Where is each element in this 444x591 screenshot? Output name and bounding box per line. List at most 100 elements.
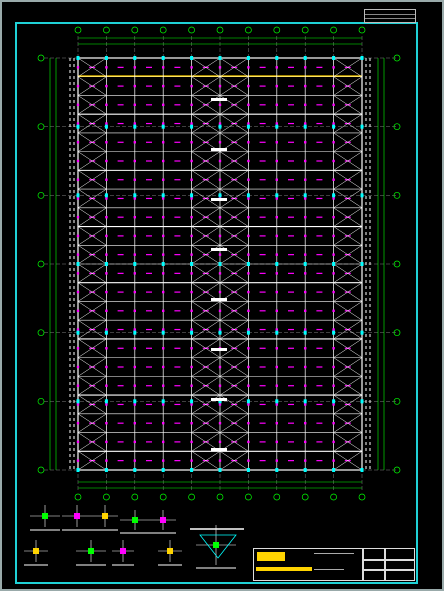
purlin-connection <box>133 84 136 88</box>
grid-bubble-top <box>74 26 82 34</box>
x-brace <box>333 376 363 396</box>
purlin-connection <box>133 197 136 200</box>
grid-bubble-left <box>37 191 45 199</box>
x-brace <box>333 263 363 283</box>
purlin-connection <box>275 459 278 462</box>
grid-bubble-right <box>393 397 401 405</box>
purlin-connection <box>76 328 80 331</box>
x-brace <box>77 263 107 283</box>
purlin-connection <box>247 421 250 425</box>
column-marker <box>360 468 364 472</box>
purlin-connection <box>332 272 335 275</box>
x-brace <box>77 132 107 152</box>
x-brace <box>333 170 363 190</box>
purlin-connection <box>332 347 335 350</box>
purlin-connection <box>332 253 335 256</box>
column-marker <box>246 330 250 335</box>
purlin-connection <box>275 421 278 425</box>
column-marker <box>218 399 222 404</box>
x-brace <box>333 432 363 452</box>
x-brace <box>219 376 249 396</box>
purlin-connection <box>190 403 193 406</box>
purlin-connection <box>247 103 250 107</box>
purlin-connection <box>105 290 108 294</box>
purlin-connection <box>218 84 222 88</box>
column-marker <box>332 56 336 60</box>
purlin-connection <box>304 253 307 256</box>
purlin-connection <box>275 122 278 125</box>
x-brace <box>219 319 249 340</box>
purlin-connection <box>304 84 307 88</box>
column-marker <box>218 124 222 129</box>
column-marker <box>133 330 137 335</box>
purlin-connection <box>105 384 108 387</box>
x-brace <box>77 245 107 265</box>
purlin-connection <box>162 197 165 200</box>
purlin-connection <box>105 234 108 238</box>
purlin-connection <box>105 159 108 163</box>
x-brace <box>219 338 249 358</box>
grid-bubble-bottom <box>273 493 281 501</box>
x-brace <box>333 132 363 152</box>
purlin-connection <box>162 215 165 219</box>
column-marker <box>190 124 194 129</box>
x-brace <box>333 394 363 415</box>
grid-bubble-bottom <box>74 493 82 501</box>
grid-bubble-right <box>393 260 401 268</box>
x-brace <box>219 207 249 227</box>
purlin-connection <box>190 141 193 144</box>
purlin-connection <box>105 66 108 69</box>
column-marker <box>275 468 279 472</box>
purlin-connection <box>332 234 335 238</box>
x-brace <box>191 76 221 96</box>
purlin-connection <box>275 178 278 181</box>
grid-bubble-bottom <box>358 493 366 501</box>
detail-node <box>120 548 126 554</box>
grid-bubble-left <box>37 329 45 337</box>
column-marker <box>360 399 364 404</box>
drawing-border-inner <box>15 22 418 584</box>
purlin-connection <box>275 328 278 331</box>
purlin-connection <box>247 384 250 387</box>
grid-bubble-top <box>131 26 139 34</box>
grid-bubble-top <box>159 26 167 34</box>
purlin-connection <box>162 141 165 144</box>
column-marker <box>332 330 336 335</box>
purlin-connection <box>218 272 222 275</box>
x-brace <box>77 188 107 209</box>
purlin-connection <box>105 272 108 275</box>
purlin-connection <box>76 197 80 200</box>
detail-node <box>88 548 94 554</box>
column-marker <box>190 399 194 404</box>
column-marker <box>303 124 307 129</box>
purlin-connection <box>218 215 222 219</box>
column-marker <box>218 193 222 198</box>
x-brace <box>333 188 363 209</box>
center-tag <box>211 448 227 451</box>
x-brace <box>191 338 221 358</box>
purlin-connection <box>76 253 80 256</box>
grid-bubble-top <box>188 26 195 34</box>
purlin-connection <box>332 159 335 163</box>
purlin-connection <box>332 384 335 387</box>
center-tag <box>211 98 227 101</box>
purlin-connection <box>133 403 136 406</box>
detail-node <box>160 517 166 523</box>
purlin-connection <box>275 84 278 88</box>
purlin-connection <box>105 328 108 331</box>
purlin-connection <box>247 122 250 125</box>
purlin-connection <box>105 141 108 144</box>
purlin-connection <box>133 215 136 219</box>
column-marker <box>190 262 194 266</box>
purlin-connection <box>247 197 250 200</box>
purlin-connection <box>332 365 335 369</box>
x-brace <box>191 319 221 340</box>
x-brace <box>219 76 249 96</box>
center-tag <box>211 348 227 351</box>
grid-bubble-bottom <box>188 493 195 501</box>
title-block <box>253 548 415 581</box>
x-brace <box>333 413 363 433</box>
x-brace <box>77 57 107 77</box>
column-marker <box>161 193 165 198</box>
purlin-connection <box>190 347 193 350</box>
